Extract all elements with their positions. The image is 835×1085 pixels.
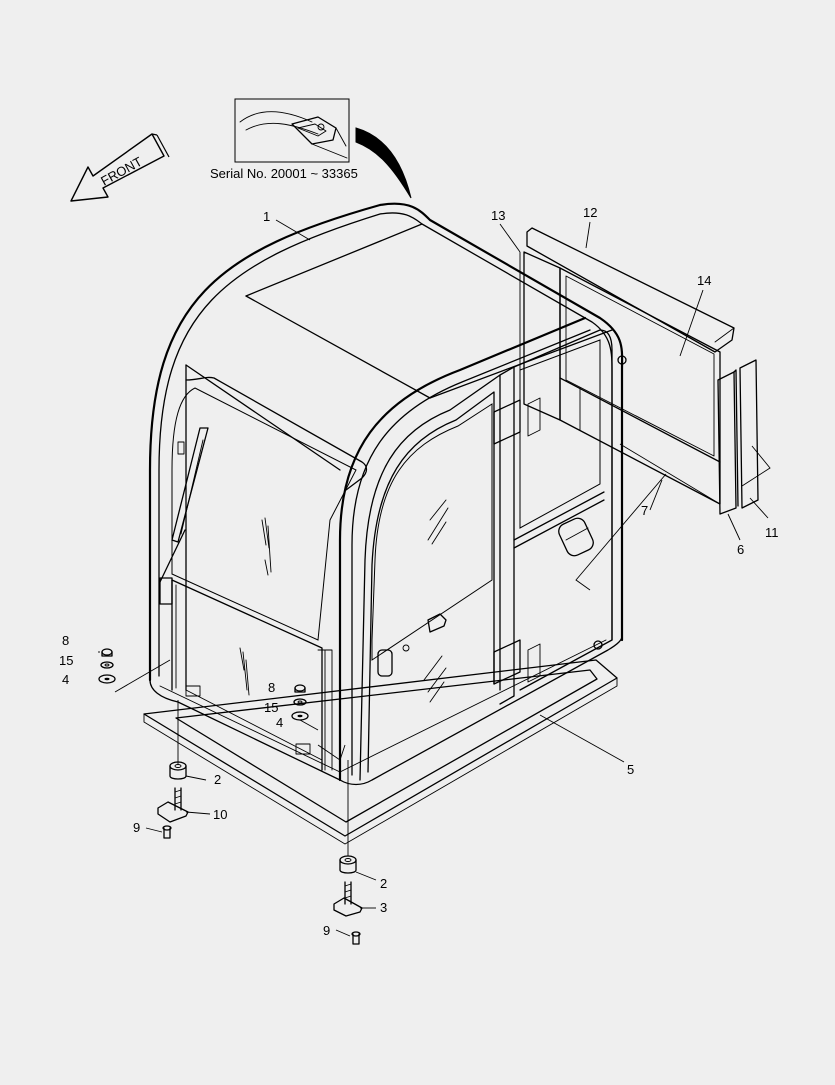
cab-rear-side <box>513 329 627 691</box>
callout-15: 15 <box>264 700 278 715</box>
callout-12: 12 <box>583 205 597 220</box>
callout-1: 1 <box>263 209 270 224</box>
glass-reflections <box>239 499 449 703</box>
rear-panel-parts <box>523 227 759 515</box>
inset-pointer-arrow <box>355 127 412 199</box>
wiper-assembly <box>159 427 209 605</box>
floor-frame <box>143 659 618 845</box>
mount-right <box>333 855 363 945</box>
callout-4: 4 <box>62 672 69 687</box>
callout-11: 11 <box>765 525 779 540</box>
front-direction-arrow: FRONT <box>70 133 170 202</box>
serial-number-text: Serial No. 20001 ~ 33365 <box>210 166 358 181</box>
callout-labels: 1 12 13 14 7 11 6 5 8 15 4 8 15 4 2 10 9… <box>59 205 779 938</box>
callout-9: 9 <box>133 820 140 835</box>
cab-door <box>359 366 541 781</box>
callout-6: 6 <box>737 542 744 557</box>
cab-body <box>148 202 624 786</box>
hardware-right <box>291 684 309 721</box>
callout-9: 9 <box>323 923 330 938</box>
callout-3: 3 <box>380 900 387 915</box>
callout-8: 8 <box>268 680 275 695</box>
hardware-left <box>98 648 116 684</box>
callout-2: 2 <box>380 876 387 891</box>
leader-lines <box>98 219 771 937</box>
callout-7: 7 <box>641 503 648 518</box>
callout-13: 13 <box>491 208 505 223</box>
callout-10: 10 <box>213 807 227 822</box>
callout-8: 8 <box>62 633 69 648</box>
callout-15: 15 <box>59 653 73 668</box>
callout-2: 2 <box>214 772 221 787</box>
callout-4: 4 <box>276 715 283 730</box>
callout-5: 5 <box>627 762 634 777</box>
callout-14: 14 <box>697 273 711 288</box>
mount-left <box>157 761 189 839</box>
serial-inset <box>234 98 350 163</box>
